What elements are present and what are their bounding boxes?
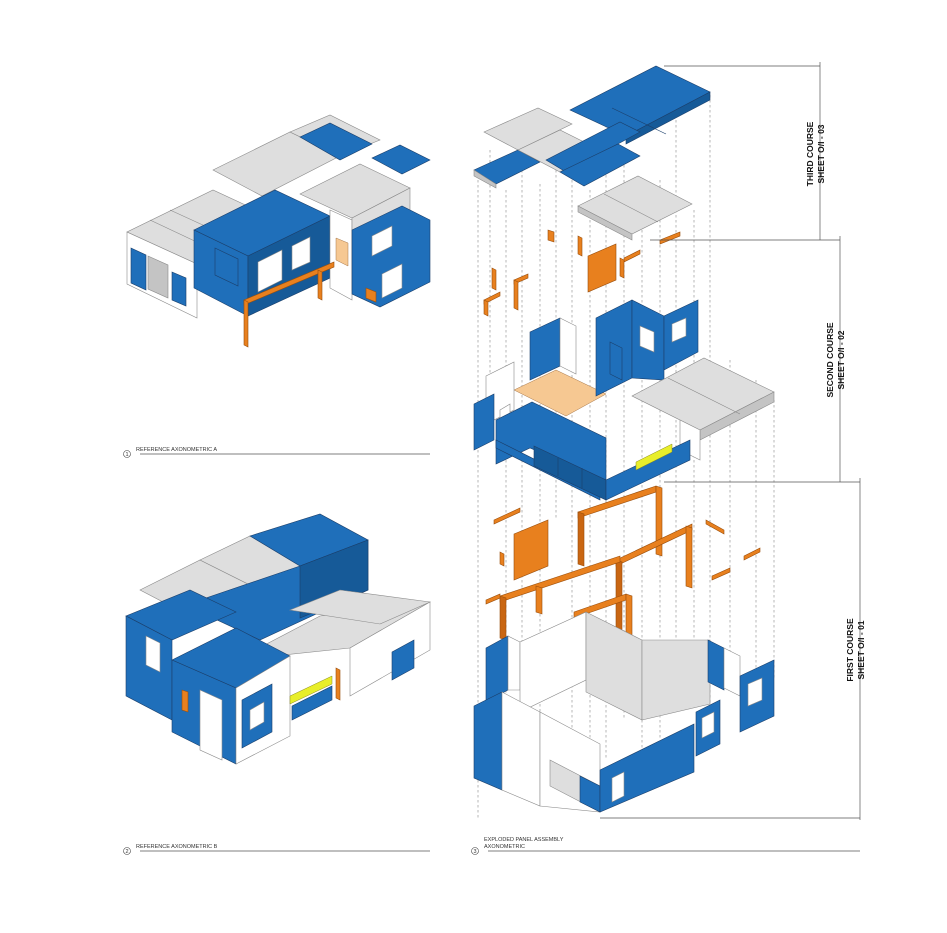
caption-marker-b xyxy=(123,847,131,855)
caption-number-b: 2 xyxy=(126,849,129,855)
course-sheet: SHEET O/I - 03 xyxy=(816,124,826,183)
caption-number-a: 1 xyxy=(126,452,129,458)
course-title: FIRST COURSE xyxy=(845,618,855,682)
course-title: THIRD COURSE xyxy=(805,121,815,186)
exploded-panel-assembly xyxy=(473,65,775,820)
caption-c-line2: AXONOMETRIC xyxy=(484,844,525,850)
course-label-third: THIRD COURSE SHEET O/I - 03 xyxy=(805,121,826,186)
course-sheet: SHEET O/I - 02 xyxy=(836,330,846,389)
reference-axonometric-b xyxy=(125,513,432,765)
second-course-beams xyxy=(483,229,681,317)
course-label-second: SECOND COURSE SHEET O/I - 02 xyxy=(825,322,846,397)
course-label-first: FIRST COURSE SHEET O/I - 01 xyxy=(845,618,866,682)
caption-number-c: 3 xyxy=(474,849,477,855)
third-course-panels xyxy=(473,65,711,241)
caption-c-line1: EXPLODED PANEL ASSEMBLY xyxy=(484,837,564,843)
course-title: SECOND COURSE xyxy=(825,322,835,397)
caption-marker-a xyxy=(123,450,131,458)
course-sheet: SHEET O/I - 01 xyxy=(856,620,866,679)
first-course-panels xyxy=(473,611,775,813)
caption-a: REFERENCE AXONOMETRIC A xyxy=(136,447,217,453)
second-course-panels xyxy=(473,299,775,501)
reference-axonometric-a xyxy=(126,114,431,348)
course-brackets xyxy=(600,62,861,820)
caption-marker-c xyxy=(471,847,479,855)
caption-b: REFERENCE AXONOMETRIC B xyxy=(136,844,218,850)
